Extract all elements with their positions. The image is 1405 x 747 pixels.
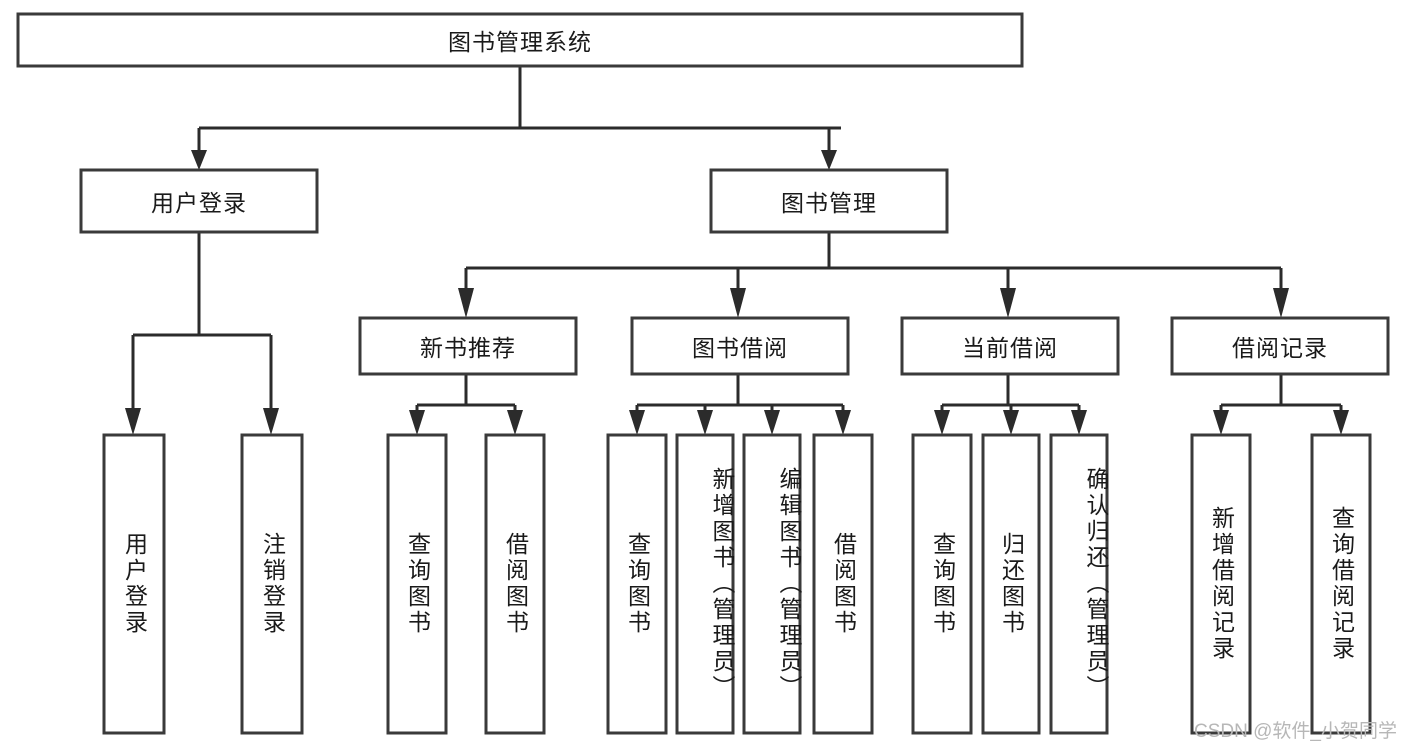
node-book-borrow[interactable]	[630, 316, 850, 376]
leaf-box[interactable]	[812, 433, 874, 735]
node-current-borrow[interactable]	[900, 316, 1120, 376]
connector-new-book-to-leaves	[409, 374, 523, 435]
node-user-login[interactable]	[79, 168, 319, 234]
node-root[interactable]	[16, 12, 1024, 68]
node-new-book-recommend[interactable]	[358, 316, 578, 376]
connector-book-borrow-to-leaves	[629, 374, 851, 435]
connector-borrow-record-to-leaves	[1213, 374, 1349, 435]
leaf-box[interactable]	[606, 433, 668, 735]
node-borrow-record[interactable]	[1170, 316, 1390, 376]
leaf-box[interactable]	[240, 433, 304, 735]
connector-root-to-level2	[191, 66, 841, 170]
connector-user-login-to-leaves	[125, 232, 279, 435]
leaf-box[interactable]	[102, 433, 166, 735]
leaf-box[interactable]	[484, 433, 546, 735]
connector-current-borrow-to-leaves	[934, 374, 1087, 435]
leaf-box[interactable]	[386, 433, 448, 735]
leaf-box[interactable]	[981, 433, 1041, 735]
connector-level2-to-level3	[458, 232, 1289, 318]
leaf-box[interactable]	[1049, 433, 1109, 735]
leaf-box[interactable]	[1310, 433, 1372, 735]
leaf-box[interactable]	[742, 433, 802, 735]
leaf-box[interactable]	[675, 433, 735, 735]
leaf-box[interactable]	[1190, 433, 1252, 735]
leaf-box[interactable]	[911, 433, 973, 735]
node-book-management[interactable]	[709, 168, 949, 234]
